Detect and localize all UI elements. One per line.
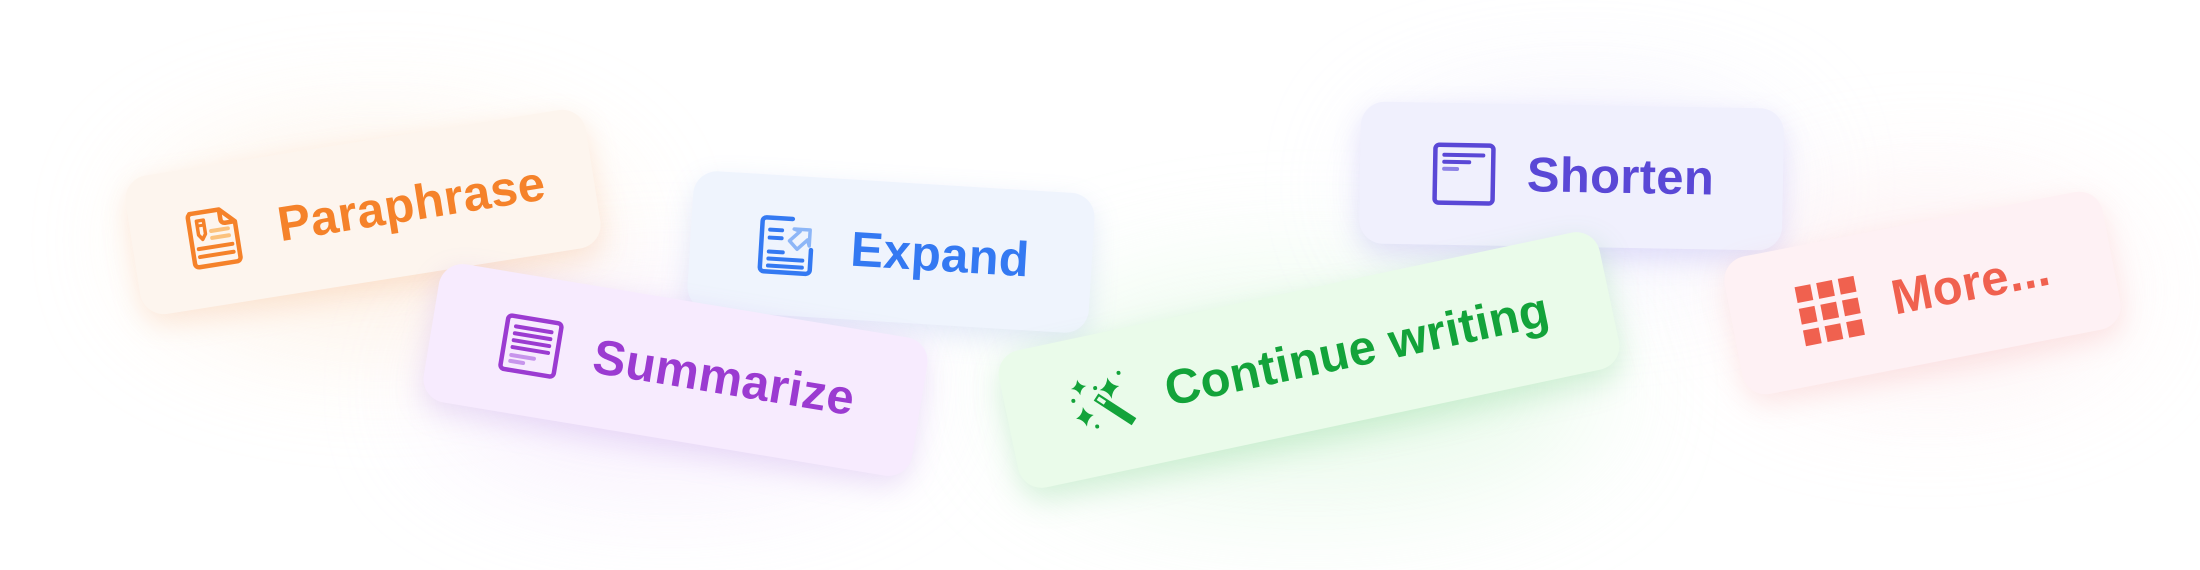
paraphrase-label: Paraphrase (273, 156, 549, 253)
document-edit-icon (176, 195, 256, 275)
document-expand-icon (751, 209, 825, 283)
shorten-button[interactable]: Shorten (1358, 101, 1785, 251)
grid-icon (1789, 270, 1871, 352)
summarize-label: Summarize (589, 329, 859, 427)
document-lines-icon (491, 306, 571, 386)
document-short-icon (1428, 139, 1499, 210)
expand-label: Expand (849, 222, 1031, 288)
magic-wand-icon (1062, 362, 1145, 445)
shorten-label: Shorten (1526, 148, 1715, 206)
more-label: More... (1886, 241, 2055, 326)
continue-writing-label: Continue writing (1159, 282, 1554, 417)
expand-button[interactable]: Expand (686, 169, 1096, 335)
